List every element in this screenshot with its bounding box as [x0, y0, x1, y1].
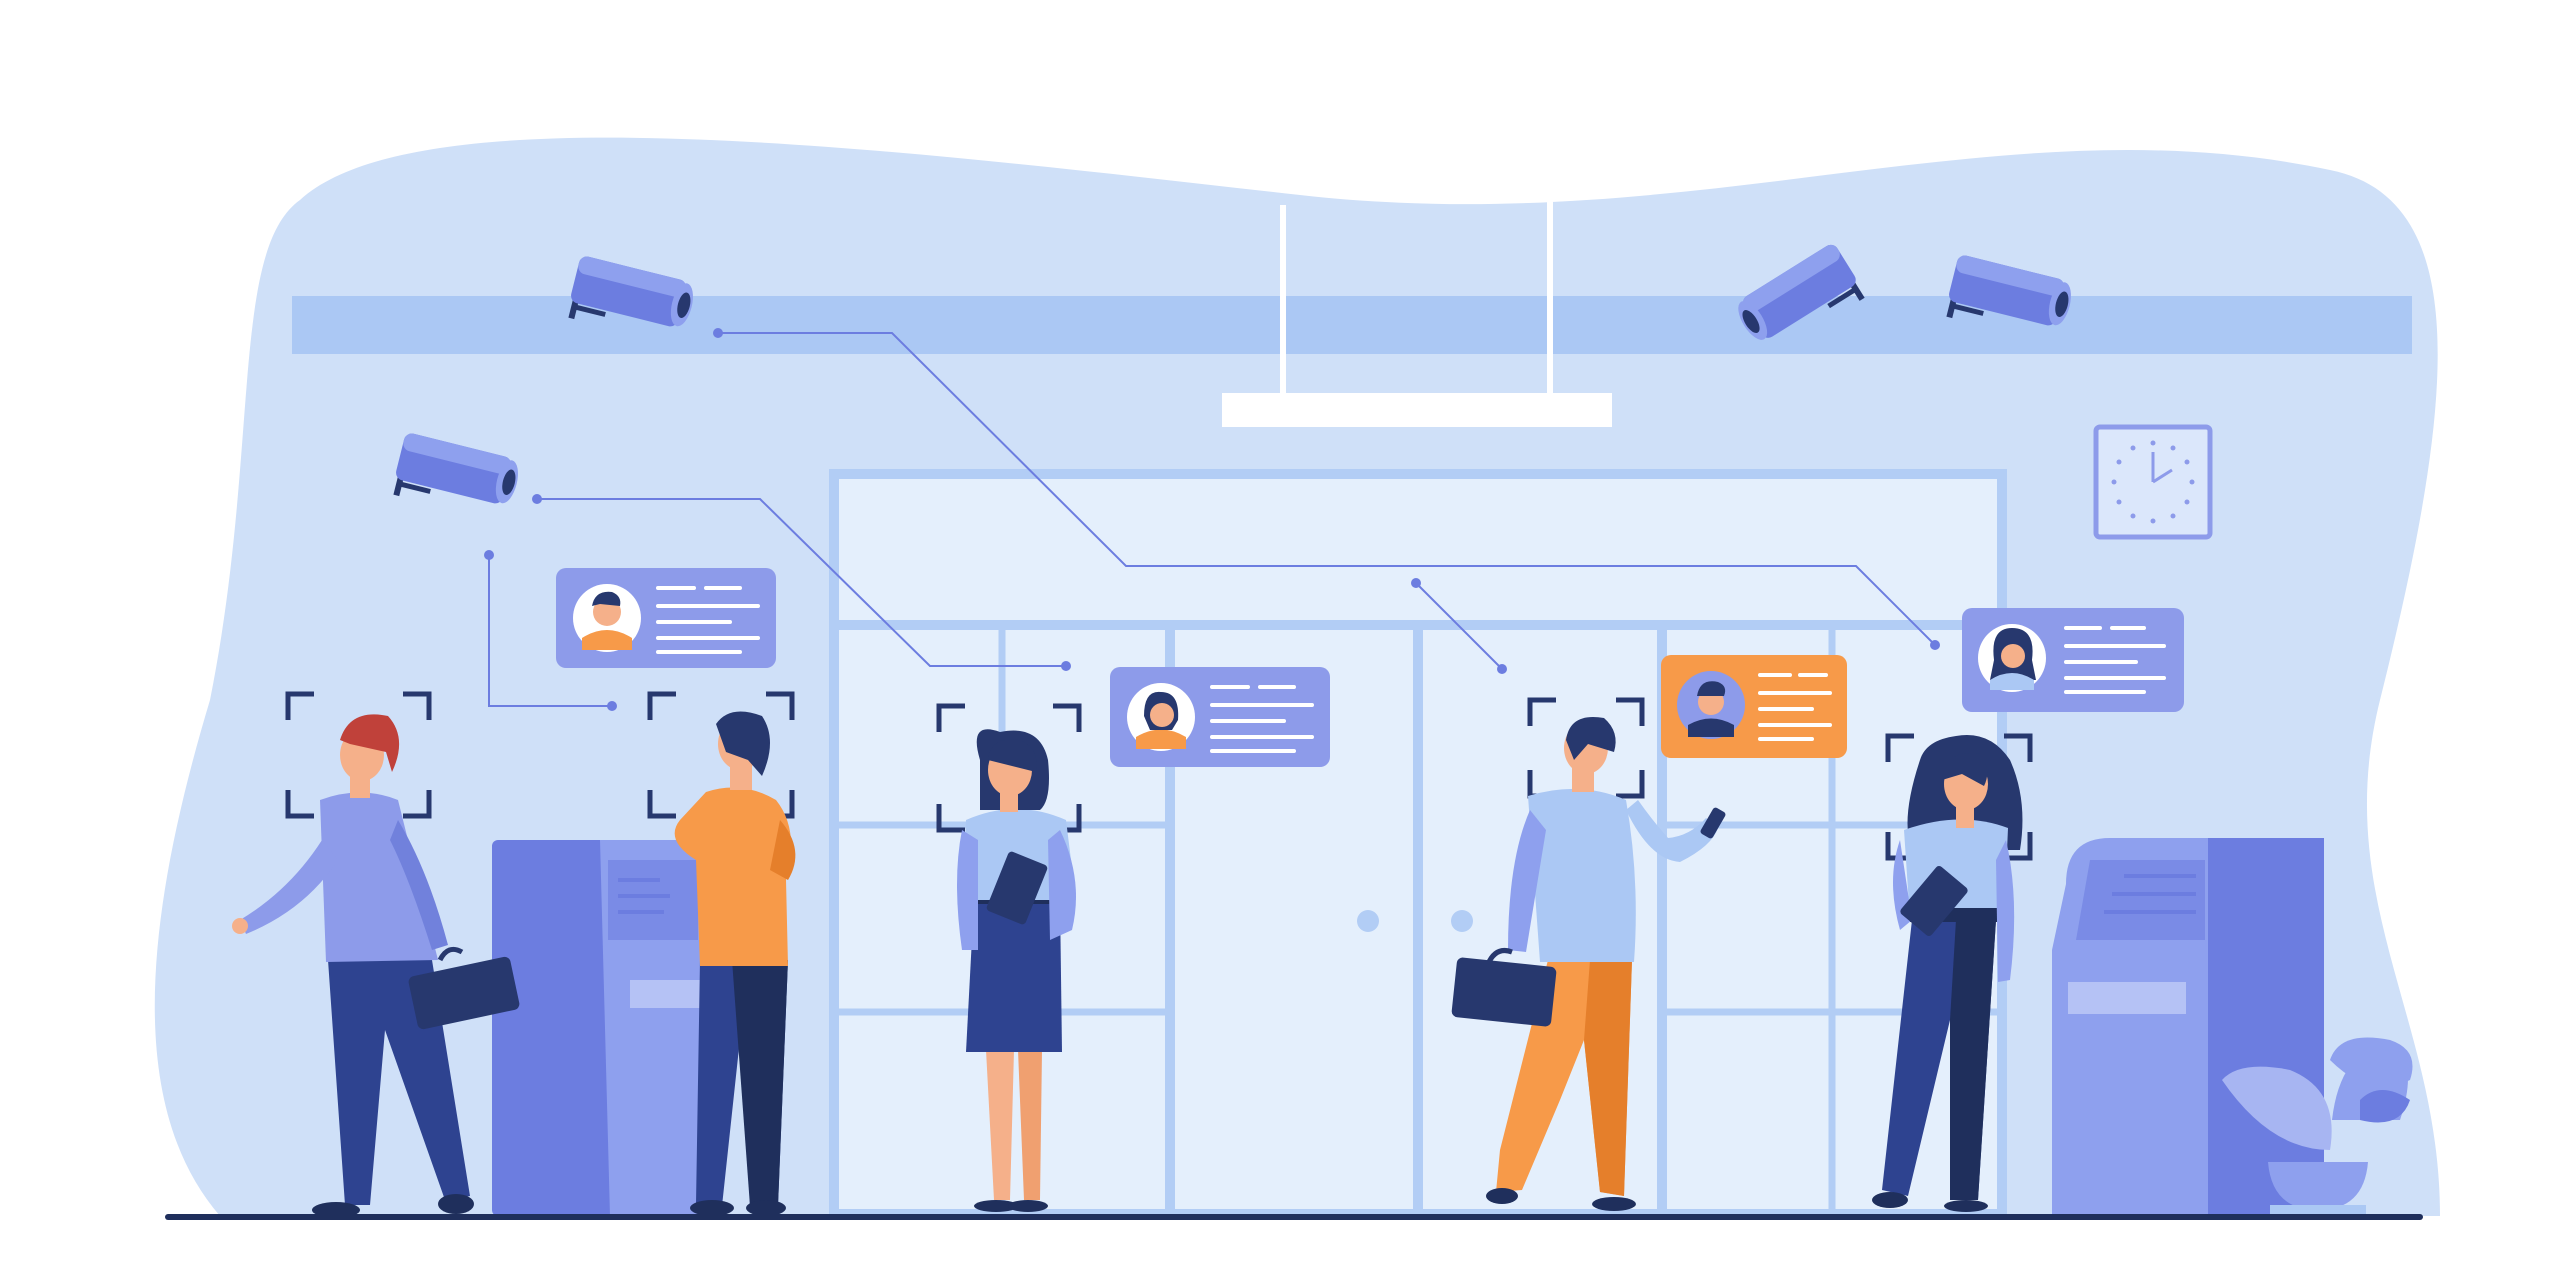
- ceiling-light: [1222, 185, 1612, 427]
- cctv-camera-icon: [393, 433, 518, 504]
- id-profile-card-icon: [556, 568, 776, 668]
- cctv-camera-icon: [568, 256, 693, 327]
- cctv-camera-icon: [1738, 244, 1865, 340]
- person-man-with-briefcase: [232, 714, 520, 1218]
- atm-terminal-icon: [2052, 838, 2324, 1216]
- id-profile-card-icon: [1962, 608, 2184, 712]
- id-profile-card-icon: [1110, 667, 1330, 767]
- wall-clock-icon: [2093, 424, 2213, 540]
- person-woman-long-hair: [1872, 735, 2023, 1212]
- face-scan-frame-icon: [647, 691, 795, 819]
- door-handle-left: [1357, 910, 1379, 932]
- surveillance-connector-lines: [488, 332, 1936, 707]
- atm-terminal-icon: [492, 840, 700, 1216]
- door-handle-right: [1451, 910, 1473, 932]
- connector-dots: [484, 328, 1940, 711]
- person-woman-with-folder: [957, 729, 1076, 1212]
- person-man-with-phone: [1451, 716, 1726, 1211]
- cctv-camera-icon: [1946, 255, 2071, 326]
- face-scan-frame-icon: [936, 703, 1082, 833]
- face-scan-frame-icon: [1885, 733, 2033, 861]
- id-profile-card-icon: [1661, 655, 1847, 758]
- person-man-orange-shirt: [674, 711, 796, 1216]
- face-scan-frame-icon: [285, 691, 432, 819]
- potted-plant-icon: [2222, 1037, 2413, 1215]
